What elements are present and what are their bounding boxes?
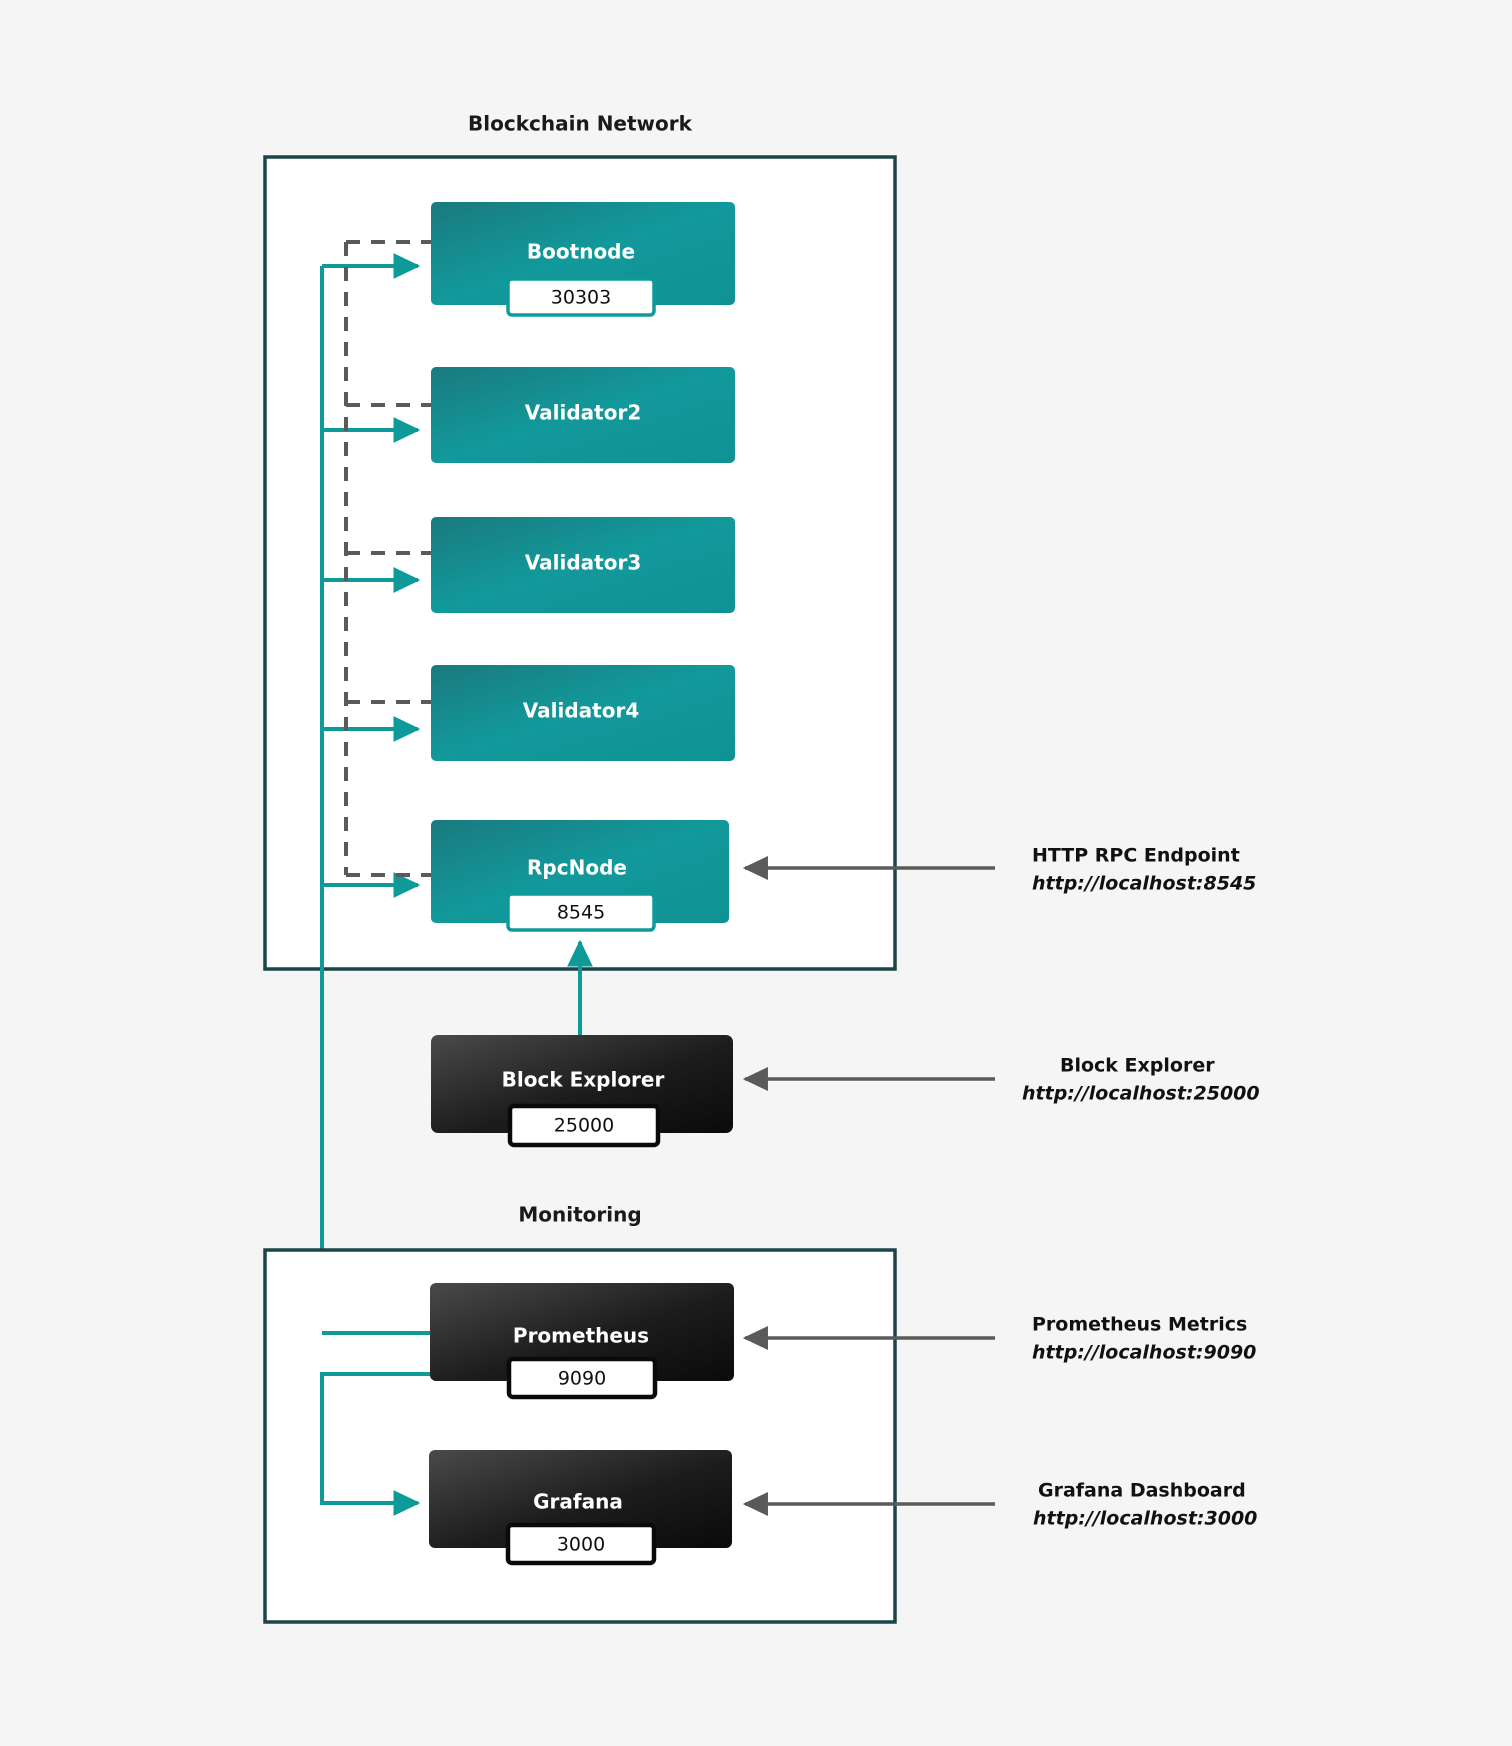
node-prometheus-label: Prometheus	[513, 1324, 649, 1348]
node-prometheus-port: 9090	[558, 1368, 606, 1390]
node-block-explorer[interactable]: Block Explorer 25000	[431, 1035, 733, 1148]
node-block-explorer-port-badge	[507, 1103, 661, 1148]
node-prometheus[interactable]: Prometheus 9090	[430, 1283, 734, 1400]
annotation-url-grafana: http://localhost:3000	[1033, 1508, 1257, 1530]
node-rpcnode[interactable]: RpcNode 8545	[431, 820, 729, 932]
edge-prometheus-to-grafana	[320, 1372, 430, 1516]
node-prometheus-port-badge	[506, 1356, 658, 1400]
node-bootnode-box	[431, 202, 735, 305]
node-rpcnode-port-badge	[506, 892, 656, 932]
group-title-blockchain: Blockchain Network	[468, 112, 693, 136]
node-validator2-label: Validator2	[525, 401, 641, 425]
node-block-explorer-label: Block Explorer	[502, 1068, 665, 1092]
group-title-monitoring: Monitoring	[518, 1203, 641, 1227]
node-validator3[interactable]: Validator3	[431, 517, 735, 613]
node-bootnode-label: Bootnode	[527, 240, 635, 264]
node-prometheus-box	[430, 1283, 734, 1381]
node-validator3-label: Validator3	[525, 551, 641, 575]
annotation-url-rpc: http://localhost:8545	[1032, 873, 1256, 895]
node-validator4-box	[431, 665, 735, 761]
annotation-title-explorer: Block Explorer	[1060, 1055, 1215, 1077]
node-grafana-port-badge	[505, 1522, 657, 1566]
node-rpcnode-label: RpcNode	[527, 856, 627, 880]
node-validator4-label: Validator4	[523, 699, 639, 723]
node-bootnode[interactable]: Bootnode 30303	[431, 202, 735, 317]
node-block-explorer-port: 25000	[554, 1115, 614, 1137]
annotation-url-explorer: http://localhost:25000	[1022, 1083, 1260, 1105]
node-grafana-label: Grafana	[533, 1490, 623, 1514]
node-grafana-box	[429, 1450, 732, 1548]
annotation-title-grafana: Grafana Dashboard	[1038, 1480, 1246, 1502]
node-validator2[interactable]: Validator2	[431, 367, 735, 463]
node-bootnode-port: 30303	[551, 287, 611, 309]
node-grafana[interactable]: Grafana 3000	[429, 1450, 732, 1566]
node-rpcnode-port: 8545	[557, 902, 605, 924]
node-grafana-port: 3000	[557, 1534, 605, 1556]
annotation-url-prometheus: http://localhost:9090	[1032, 1342, 1256, 1364]
annotation-title-rpc: HTTP RPC Endpoint	[1032, 845, 1240, 867]
annotation-title-prometheus: Prometheus Metrics	[1032, 1314, 1247, 1336]
node-validator2-box	[431, 367, 735, 463]
node-bootnode-port-badge	[506, 277, 656, 317]
node-validator3-box	[431, 517, 735, 613]
node-validator4[interactable]: Validator4	[431, 665, 735, 761]
